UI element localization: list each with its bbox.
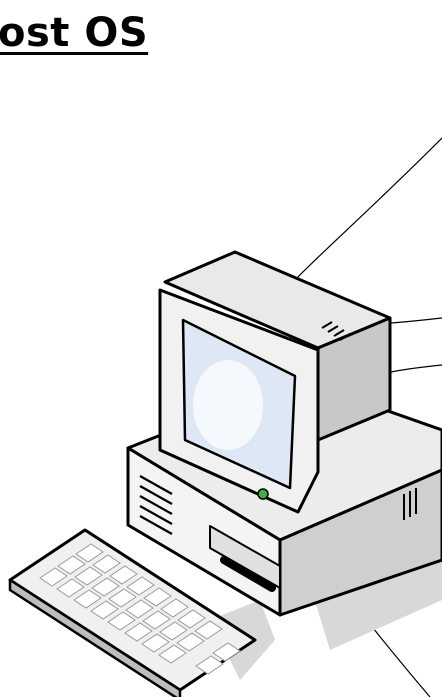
drive-bay	[209, 525, 281, 592]
power-led-icon	[257, 488, 269, 500]
side-grille	[403, 488, 417, 520]
vent-slots	[139, 475, 173, 535]
monitor-vents	[321, 321, 351, 341]
keyboard-keys	[39, 543, 241, 675]
screen-glare	[193, 360, 263, 450]
slide-title: ost OS	[0, 10, 149, 56]
